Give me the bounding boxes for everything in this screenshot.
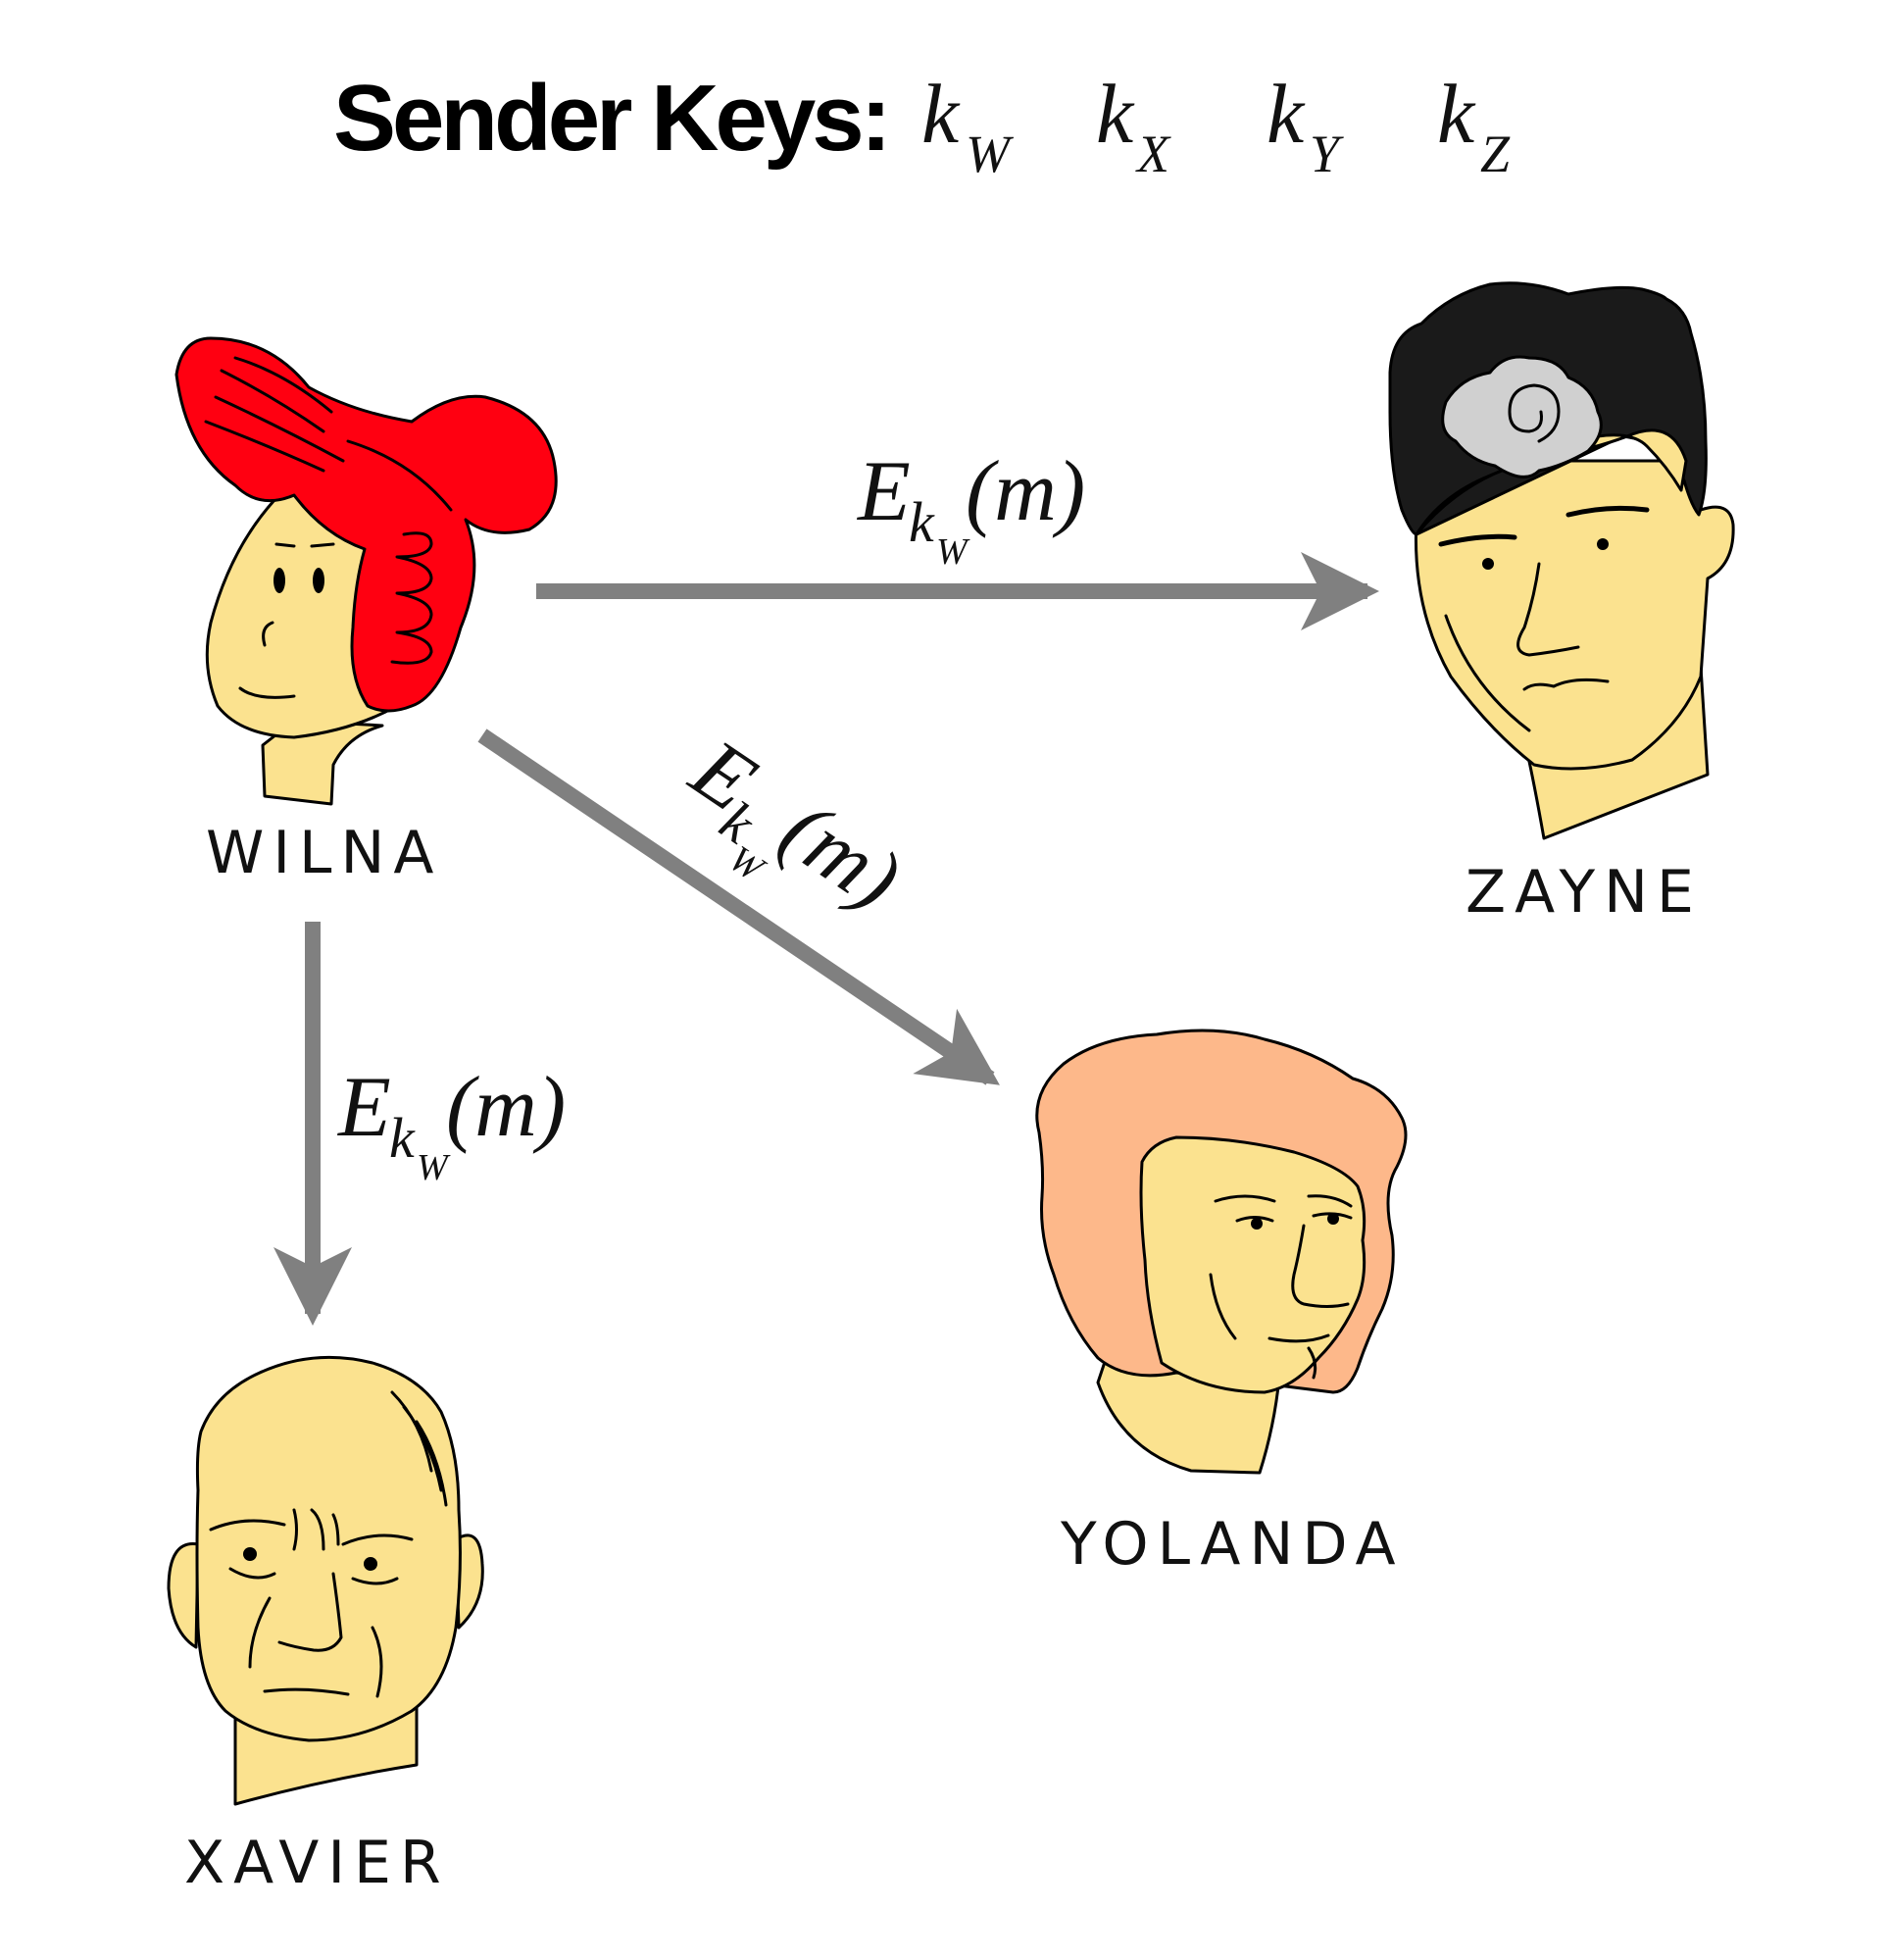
xavier-mouth xyxy=(263,1687,350,1696)
xavier-brow-crease xyxy=(292,1508,298,1551)
encrypt-op: E xyxy=(336,1060,391,1155)
yolanda-name: YOLANDA xyxy=(1060,1510,1405,1579)
sender-key-w: k W xyxy=(921,67,1015,183)
key-base: k xyxy=(1096,67,1135,161)
zayne-swirl-line xyxy=(1508,383,1561,443)
arrow-wilna-to-yolanda xyxy=(477,729,1000,1085)
wilna-hair-strand xyxy=(220,369,325,433)
zayne-nose xyxy=(1516,562,1580,657)
wilna-ear-curl xyxy=(390,531,433,665)
yolanda-mouth xyxy=(1267,1333,1330,1343)
key-base: k xyxy=(921,67,961,161)
wilna-portrait: WILNA xyxy=(174,336,558,887)
key-base: k xyxy=(1437,67,1476,161)
zayne-hair-swirl xyxy=(1441,355,1603,478)
xavier-head xyxy=(195,1355,462,1742)
yolanda-brow xyxy=(1307,1194,1353,1208)
zayne-portrait: ZAYNE xyxy=(1388,281,1735,927)
arrows xyxy=(273,552,1379,1326)
xavier-cheek-line xyxy=(248,1596,272,1669)
yolanda-cheek-line xyxy=(1209,1273,1237,1340)
xavier-portrait: XAVIER xyxy=(167,1355,484,1897)
xavier-eye-bag xyxy=(351,1577,399,1585)
sender-key-x: k X xyxy=(1096,67,1171,183)
xavier-ear xyxy=(167,1542,200,1649)
yolanda-portrait: YOLANDA xyxy=(1035,1029,1408,1579)
wilna-neck xyxy=(261,719,384,806)
xavier-name: XAVIER xyxy=(184,1829,450,1897)
encrypt-arg: (m) xyxy=(966,444,1085,539)
xavier-nose xyxy=(277,1572,343,1652)
xavier-brow xyxy=(209,1519,286,1532)
xavier-ear xyxy=(454,1533,484,1630)
zayne-mouth xyxy=(1522,678,1610,691)
key-subscript: Z xyxy=(1480,125,1511,183)
key-base: k xyxy=(1267,67,1306,161)
wilna-eye xyxy=(313,568,324,593)
wilna-hair-strand xyxy=(233,356,333,414)
title-row: Sender Keys: k W k X k Y k Z xyxy=(333,66,1511,183)
encrypt-arg: (m) xyxy=(765,782,918,929)
yolanda-eye xyxy=(1327,1213,1339,1225)
xavier-brow-crease xyxy=(331,1513,340,1546)
encrypt-op: E xyxy=(856,444,911,539)
encrypt-key-subscript: W xyxy=(936,531,970,573)
wilna-hair-strand xyxy=(204,420,325,473)
wilna-nose xyxy=(262,621,274,647)
xavier-eye xyxy=(243,1547,257,1561)
yolanda-brow xyxy=(1214,1194,1276,1203)
xavier-eye-bag xyxy=(228,1567,276,1580)
encrypt-key: k xyxy=(389,1106,416,1170)
edge-label-wilna-xavier: E k W (m) xyxy=(336,1060,566,1188)
sender-key-y: k Y xyxy=(1267,67,1344,183)
wilna-eyebrow xyxy=(274,542,296,548)
wilna-eyebrow xyxy=(310,542,335,548)
wilna-hair-strand xyxy=(214,395,345,463)
xavier-cheek-line xyxy=(371,1626,383,1698)
edge-label-wilna-yolanda: E k W (m) xyxy=(673,721,918,929)
xavier-eye xyxy=(364,1557,377,1571)
zayne-eye xyxy=(1482,558,1494,570)
wilna-eye xyxy=(273,568,285,593)
yolanda-nose xyxy=(1291,1224,1350,1308)
zayne-name: ZAYNE xyxy=(1466,858,1703,927)
zayne-jaw xyxy=(1444,614,1531,732)
encrypt-arg: (m) xyxy=(446,1060,566,1155)
xavier-hair-line xyxy=(402,1405,443,1492)
zayne-eyebrow xyxy=(1565,505,1650,518)
wilna-hair xyxy=(174,336,558,713)
wilna-name: WILNA xyxy=(206,819,442,887)
xavier-brow-crease xyxy=(310,1508,325,1551)
sender-key-z: k Z xyxy=(1437,67,1511,183)
wilna-mouth xyxy=(238,686,296,699)
yolanda-face xyxy=(1139,1135,1366,1394)
encrypt-key-subscript: W xyxy=(417,1147,451,1188)
key-subscript: W xyxy=(966,125,1015,183)
zayne-eyebrow xyxy=(1438,533,1517,547)
wilna-hair-strand xyxy=(346,439,453,512)
zayne-eye xyxy=(1597,538,1609,550)
encrypt-key: k xyxy=(909,490,935,554)
yolanda-eye xyxy=(1251,1218,1263,1230)
xavier-brow xyxy=(341,1533,414,1546)
title-label: Sender Keys: xyxy=(333,66,888,171)
xavier-hair-line xyxy=(415,1420,448,1507)
edge-label-wilna-zayne: E k W (m) xyxy=(856,444,1085,573)
yolanda-eye-lid xyxy=(1235,1216,1274,1223)
key-subscript: Y xyxy=(1310,125,1344,183)
key-subscript: X xyxy=(1135,125,1171,183)
yolanda-chin-line xyxy=(1307,1346,1317,1380)
